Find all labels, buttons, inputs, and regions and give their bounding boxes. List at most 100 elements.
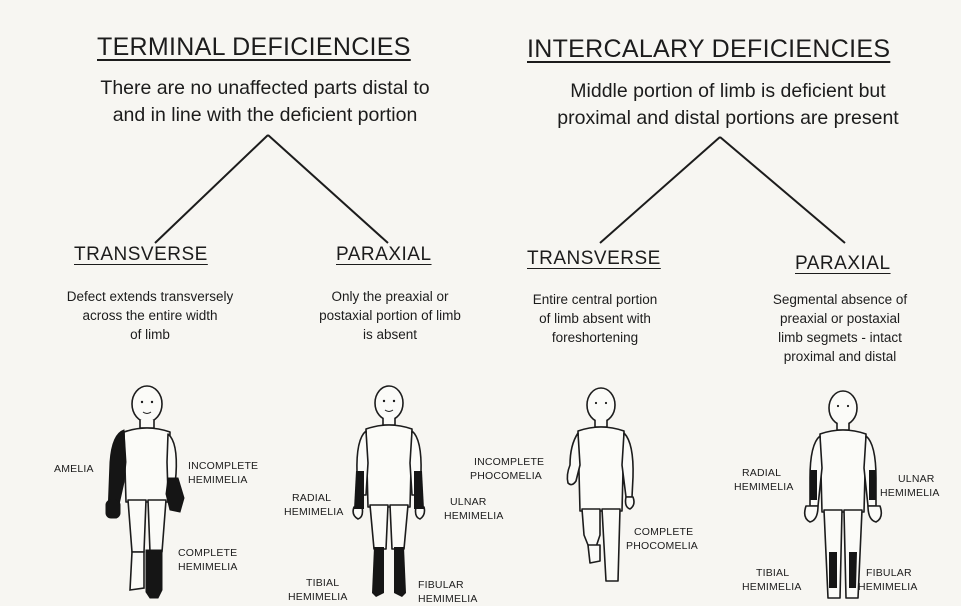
- figure-neck: [382, 418, 396, 426]
- connector-intercalary-transverse: [599, 136, 721, 244]
- desc-line: proximal and distal: [783, 349, 897, 364]
- label-line: INCOMPLETE: [474, 456, 545, 468]
- desc-line: limb segmets - intact: [778, 330, 902, 345]
- label-radial-hemimelia-1: RADIAL HEMIMELIA: [284, 491, 344, 519]
- left-hand: [352, 506, 364, 520]
- figure-torso: [365, 424, 413, 508]
- figure-terminal-paraxial: [352, 385, 426, 597]
- tibial-hemimelia-segment: [829, 552, 837, 588]
- fibular-hemimelia-segment: [849, 552, 857, 588]
- intercalary-title: INTERCALARY DEFICIENCIES: [527, 35, 891, 63]
- complete-phocomelia-foot: [587, 544, 601, 564]
- figure-neck: [139, 420, 155, 429]
- figure-terminal-transverse: [105, 385, 185, 599]
- label-line: RADIAL: [292, 492, 332, 504]
- figure-neck: [594, 420, 608, 428]
- label-line: HEMIMELIA: [284, 506, 344, 518]
- desc-line: is absent: [362, 327, 418, 342]
- label-line: HEMIMELIA: [444, 510, 504, 522]
- intercalary-paraxial-title: PARAXIAL: [795, 253, 891, 274]
- connector-intercalary-paraxial: [719, 136, 846, 244]
- connector-terminal-paraxial: [267, 134, 389, 244]
- label-line: HEMIMELIA: [288, 591, 348, 603]
- fibular-hemimelia-leg: [394, 547, 406, 597]
- connector-terminal-transverse: [154, 134, 269, 244]
- eye-icon: [604, 401, 608, 405]
- eye-icon: [150, 400, 154, 404]
- label-line: ULNAR: [450, 496, 487, 508]
- figure-head: [131, 385, 163, 423]
- eye-icon: [846, 404, 850, 408]
- desc-line: Entire central portion: [532, 292, 658, 307]
- label-line: HEMIMELIA: [880, 487, 940, 499]
- incomplete-hemimelia-forearm: [165, 477, 185, 513]
- right-hand: [414, 506, 426, 520]
- label-line: INCOMPLETE: [188, 460, 259, 472]
- label-line: COMPLETE: [634, 526, 694, 538]
- figure-torso: [819, 429, 867, 513]
- figure-intercalary-paraxial: [803, 390, 883, 599]
- terminal-description: There are no unaffected parts distal to …: [50, 75, 480, 129]
- figure-torso: [123, 427, 171, 503]
- desc-line: preaxial or postaxial: [779, 311, 901, 326]
- desc-line: Only the preaxial or: [331, 289, 449, 304]
- eye-icon: [140, 400, 144, 404]
- label-complete-phocomelia: COMPLETE PHOCOMELIA: [626, 525, 698, 553]
- right-hand: [867, 505, 883, 523]
- intercalary-description: Middle portion of limb is deficient but …: [508, 78, 948, 132]
- label-line: COMPLETE: [178, 547, 238, 559]
- figure-right-arm: [621, 432, 634, 498]
- mouth: [142, 411, 152, 414]
- figure-right-leg: [389, 504, 409, 550]
- ulnar-hemimelia-segment: [869, 470, 876, 500]
- label-radial-hemimelia-2: RADIAL HEMIMELIA: [734, 466, 794, 494]
- figure-right-leg: [147, 499, 167, 553]
- eye-icon: [836, 404, 840, 408]
- label-amelia: AMELIA: [54, 463, 94, 475]
- terminal-transverse-title: TRANSVERSE: [74, 244, 208, 265]
- amelia-affected-limb: [107, 429, 127, 519]
- left-foot: [129, 551, 145, 591]
- figure-intercalary-transverse: [566, 387, 635, 582]
- label-line: FIBULAR: [866, 567, 912, 579]
- tibial-hemimelia-leg: [372, 547, 384, 597]
- terminal-title: TERMINAL DEFICIENCIES: [97, 33, 411, 61]
- label-line: TIBIAL: [306, 577, 340, 589]
- desc-line: Segmental absence of: [772, 292, 908, 307]
- terminal-transverse-description: Defect extends transversely across the e…: [30, 287, 270, 344]
- desc-line: across the entire width: [82, 308, 218, 323]
- label-incomplete-phocomelia: INCOMPLETE PHOCOMELIA: [470, 455, 544, 483]
- figure-left-leg: [127, 499, 147, 553]
- intercalary-paraxial-description: Segmental absence of preaxial or postaxi…: [740, 290, 940, 366]
- label-line: ULNAR: [898, 473, 935, 485]
- label-line: HEMIMELIA: [188, 474, 248, 486]
- figure-head: [374, 385, 404, 421]
- figure-neck: [836, 423, 850, 431]
- terminal-desc-line: There are no unaffected parts distal to: [100, 77, 430, 99]
- figure-right-leg: [601, 508, 621, 582]
- label-line: HEMIMELIA: [858, 581, 918, 593]
- radial-hemimelia-forearm: [354, 471, 364, 509]
- label-line: HEMIMELIA: [418, 593, 478, 605]
- label-complete-hemimelia: COMPLETE HEMIMELIA: [178, 546, 238, 574]
- complete-hemimelia-leg: [145, 549, 163, 599]
- label-ulnar-hemimelia-2: ULNAR HEMIMELIA: [880, 472, 940, 500]
- figure-head: [828, 390, 858, 426]
- label-line: HEMIMELIA: [734, 481, 794, 493]
- incomplete-phocomelia-arm: [566, 432, 581, 486]
- label-line: FIBULAR: [418, 579, 464, 591]
- intercalary-transverse-title: TRANSVERSE: [527, 248, 661, 269]
- desc-line: of limb absent with: [539, 311, 651, 326]
- label-incomplete-hemimelia: INCOMPLETE HEMIMELIA: [188, 459, 258, 487]
- label-fibular-hemimelia-1: FIBULAR HEMIMELIA: [418, 578, 478, 606]
- eye-icon: [594, 401, 598, 405]
- terminal-paraxial-title: PARAXIAL: [336, 244, 432, 265]
- terminal-paraxial-description: Only the preaxial or postaxial portion o…: [290, 287, 490, 344]
- figure-left-leg: [369, 504, 389, 550]
- affected-hand: [105, 499, 121, 519]
- label-line: RADIAL: [742, 467, 782, 479]
- label-line: PHOCOMELIA: [470, 470, 543, 482]
- label-tibial-hemimelia-2: TIBIAL HEMIMELIA: [742, 566, 802, 594]
- label-line: PHOCOMELIA: [626, 540, 699, 552]
